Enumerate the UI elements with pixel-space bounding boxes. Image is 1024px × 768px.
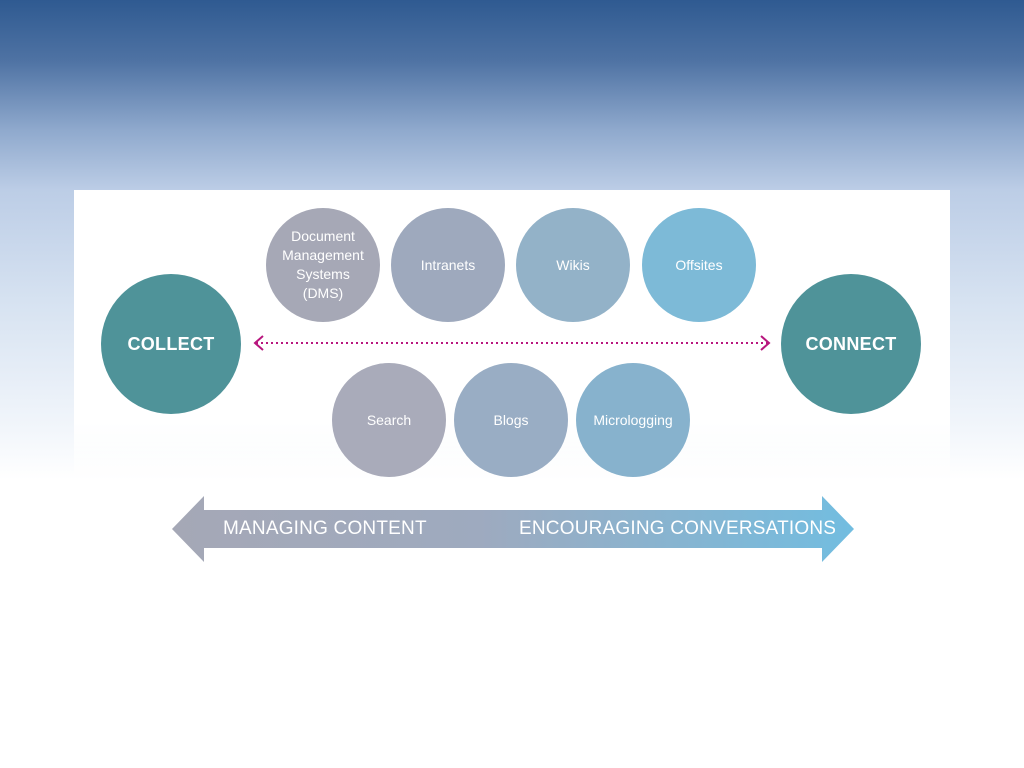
double-headed-arrow: [172, 496, 854, 562]
dms-label-line-4: (DMS): [302, 285, 344, 301]
wikis-circle: Wikis: [516, 208, 630, 322]
blogs-circle: Blogs: [454, 363, 568, 477]
dms-label-line-3: Systems: [296, 266, 350, 282]
arrow-left-label: MANAGING CONTENT: [223, 518, 427, 539]
dms-label-line-2: Management: [282, 247, 364, 263]
collect-label: COLLECT: [127, 333, 215, 354]
dms-circle: Document Management Systems (DMS): [266, 208, 380, 322]
search-label: Search: [366, 411, 412, 428]
blogs-label: Blogs: [493, 411, 529, 428]
offsites-circle: Offsites: [642, 208, 756, 322]
dms-label-line-1: Document: [291, 228, 355, 244]
search-circle: Search: [332, 363, 446, 477]
connector-left-arrowhead: [253, 335, 264, 351]
connect-label: CONNECT: [805, 333, 897, 354]
micrologging-circle: Micrologging: [576, 363, 690, 477]
arrow-right-label: ENCOURAGING CONVERSATIONS: [519, 518, 837, 539]
wikis-label: Wikis: [556, 256, 590, 273]
connector-right-arrowhead: [760, 335, 771, 351]
offsites-label: Offsites: [675, 256, 723, 273]
collect-node: COLLECT: [101, 274, 241, 414]
micrologging-label: Micrologging: [593, 411, 673, 428]
connect-node: CONNECT: [781, 274, 921, 414]
intranets-label: Intranets: [420, 256, 476, 273]
intranets-circle: Intranets: [391, 208, 505, 322]
connector-dotted-line: [253, 335, 771, 351]
